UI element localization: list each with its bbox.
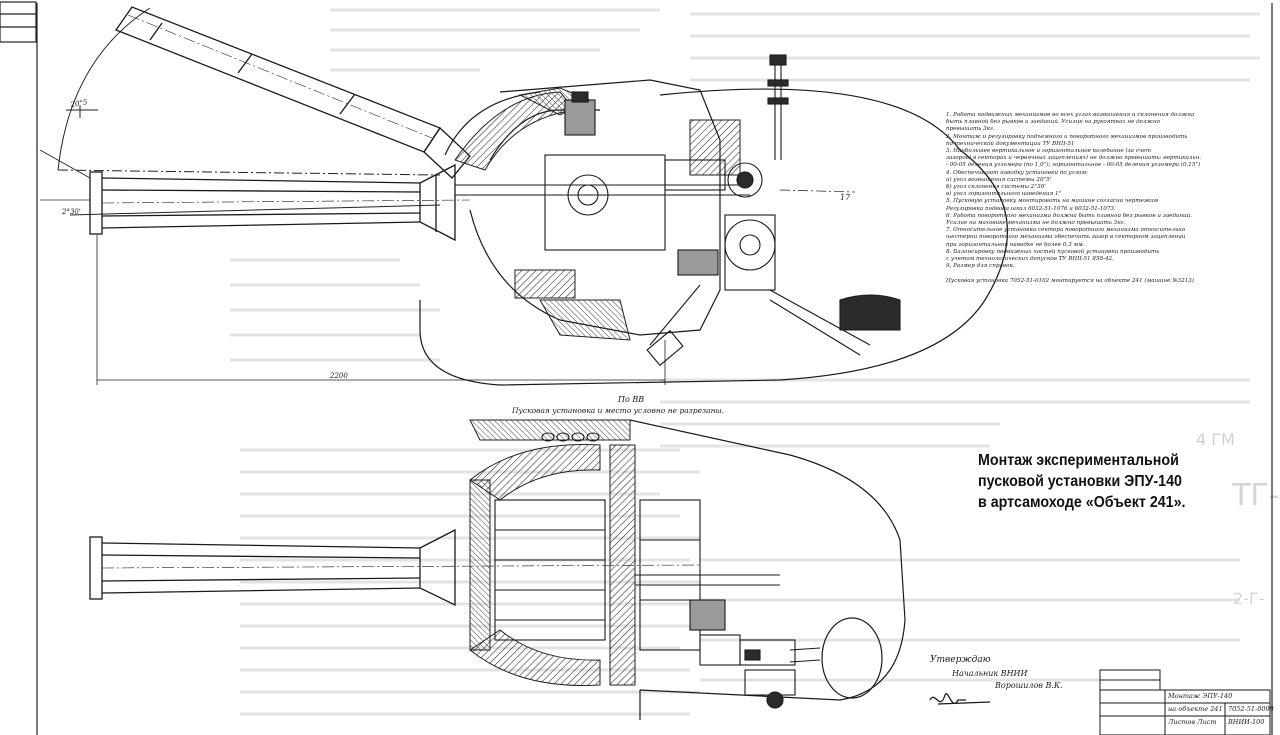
- dimension-lines-top: [39, 149, 666, 385]
- technical-notes: 1. Работа подвижных механизмов во всех у…: [946, 112, 1246, 286]
- note-line: 9. Размер для справок.: [946, 263, 1015, 270]
- approved-label: Утверждаю: [930, 655, 991, 665]
- caption-line-2: пусковой установки ЭПУ-140: [978, 473, 1182, 490]
- note-line: 4. Обеспечивают наводку установки по угл…: [946, 169, 1088, 176]
- dim-length: 2200: [329, 372, 348, 380]
- mechanism-block: [455, 91, 750, 251]
- note-line: 2. Монтаж и регулировку подъемного и пов…: [946, 133, 1188, 140]
- note-line: 7. Относительное установка сектора повор…: [946, 227, 1186, 234]
- note-line: при горизонтальной наводке не более 0,3 …: [946, 241, 1085, 248]
- lower-mount-section: [469, 419, 636, 687]
- stamp-org: ВНИИ-100: [1228, 718, 1265, 726]
- mount-hatched-section: [454, 87, 741, 341]
- dim-angle-elevation: 20°5: [69, 98, 89, 109]
- elevation-gearbox: [646, 162, 901, 367]
- note-line: б) угол склонения системы 2°30': [946, 184, 1046, 191]
- drawing-annotations: По ВВ Пусковая установка и место условно…: [61, 98, 1063, 690]
- note-line: - 00-05 деления угломера (по 1,0°); гори…: [946, 162, 1201, 169]
- note-line: 8. Балансировку подвижных частей пусково…: [946, 248, 1160, 255]
- stamp-title-a: Монтаж ЭПУ-140: [1168, 692, 1233, 700]
- signature: [929, 693, 991, 705]
- dim-angle-depression: 2°30': [61, 208, 81, 216]
- svg-text:2-Г-: 2-Г-: [1233, 589, 1264, 608]
- note-line: 6. Работа поворотного механизма должна б…: [946, 212, 1193, 219]
- view-note: Пусковая установка и место условно не ра…: [511, 406, 724, 415]
- note-line: 1. Работа подвижных механизмов во всех у…: [946, 112, 1195, 118]
- raised-launch-tube: [114, 6, 471, 179]
- sight-periscope: [767, 54, 856, 193]
- note-line: шестерни поворотного механизма обеспечит…: [946, 234, 1186, 241]
- caption-line-1: Монтаж экспериментальной: [978, 452, 1179, 469]
- approved-role: Начальник ВНИИ: [951, 669, 1029, 678]
- note-line: по технической документации ТУ ВНII-51: [946, 140, 1075, 147]
- stamp-code: 7052-51-0098: [1228, 705, 1274, 713]
- note-line: с учетом технологических допусков ТУ ВНI…: [946, 256, 1114, 263]
- note-line: Регулировка подвода шкал 6032-51-1076 и …: [946, 205, 1116, 212]
- note-line: 5. Пусковую установку монтировать на маш…: [946, 198, 1159, 205]
- note-line: а) угол возвышения системы 20°5': [946, 176, 1052, 183]
- axis-label: 17: [840, 193, 851, 202]
- approved-name: Ворошилов В.К.: [994, 681, 1063, 690]
- figure-caption: Монтаж экспериментальной пусковой устано…: [978, 450, 1217, 513]
- lower-hull-outline: [629, 419, 906, 720]
- title-block: [1099, 669, 1271, 735]
- note-line: превышать 3кг.: [946, 126, 995, 133]
- note-line: Усилие на маховике механизма не должно п…: [946, 220, 1126, 227]
- note-line: Пусковая установка 7052-51-0102 монтируе…: [946, 278, 1194, 285]
- stamp-sheet: Листов Лист: [1168, 718, 1217, 726]
- note-line: 3. Наибольшее вертикальное и горизонталь…: [946, 148, 1152, 155]
- svg-text:ТГ-60: ТГ-60: [1231, 478, 1280, 513]
- note-line: зазоров) в секторах и червячных зацеплен…: [946, 155, 1202, 162]
- lower-drive-assembly: [689, 599, 821, 709]
- view-label: По ВВ: [617, 395, 644, 404]
- lower-launch-tube: [89, 528, 701, 607]
- caption-line-3: в артсамоходе «Объект 241».: [978, 494, 1186, 511]
- note-line: в) угол горизонтального наведения 1°: [946, 191, 1062, 198]
- lower-mechanism: [494, 432, 780, 651]
- stamp-title-b: на объекте 241: [1168, 705, 1223, 713]
- elevation-arc: [57, 7, 441, 216]
- svg-text:4 ГМ: 4 ГМ: [1196, 430, 1235, 449]
- horizontal-launch-tube: [89, 163, 471, 242]
- note-line: быть плавной без рывков и заеданий. Усил…: [946, 119, 1161, 126]
